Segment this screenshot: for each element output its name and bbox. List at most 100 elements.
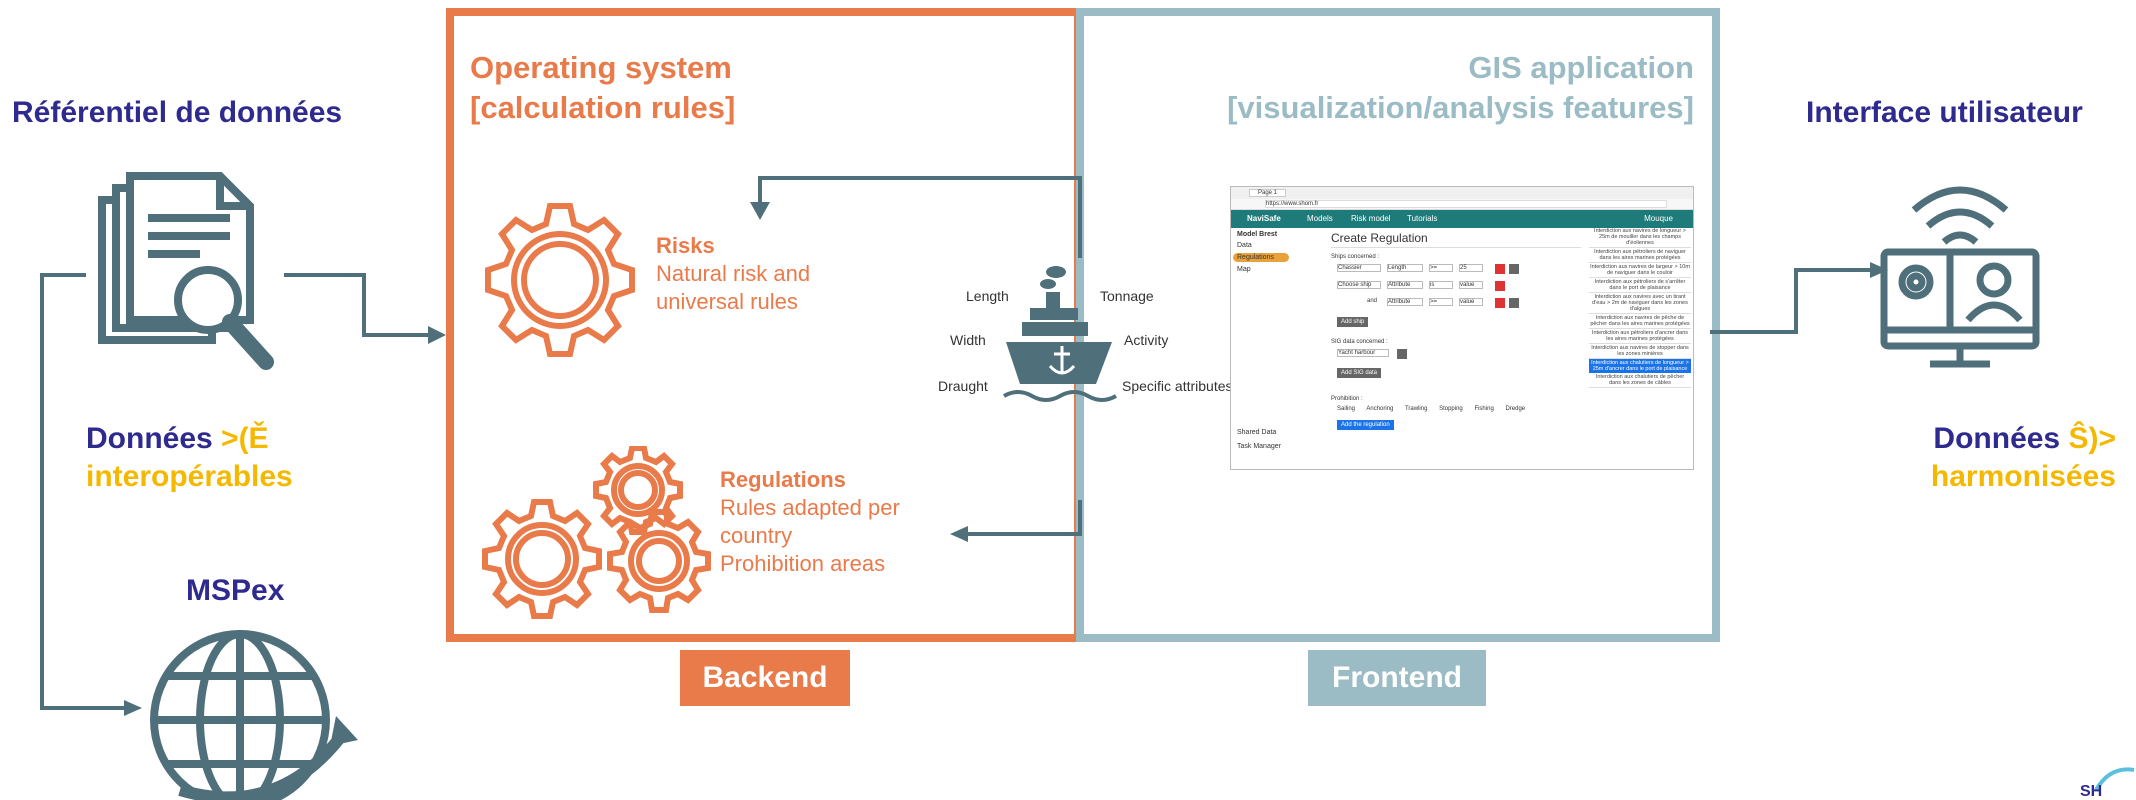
interoperable-word: interopérables bbox=[86, 460, 293, 493]
prohibition-sailing[interactable]: Sailing bbox=[1337, 406, 1356, 412]
app-navbar: NaviSafe Models Risk model Tutorials Mou… bbox=[1231, 210, 1693, 228]
right-connector bbox=[1710, 262, 1888, 334]
ships-label: Ships concerned : bbox=[1331, 254, 1380, 260]
attr-select[interactable]: Length bbox=[1387, 264, 1423, 272]
add-row-button[interactable] bbox=[1509, 264, 1519, 274]
ship-length-label: Length bbox=[966, 288, 1009, 304]
risks-title: Risks bbox=[656, 233, 715, 258]
app-window: Page 1 https://www.shom.fr NaviSafe Mode… bbox=[1230, 186, 1694, 470]
data-glyphs: Ŝ)> bbox=[2068, 422, 2116, 455]
list-item[interactable]: Interdiction aux pétroliers d'ancrer dan… bbox=[1589, 329, 1691, 344]
list-item[interactable]: Interdiction aux chalutiers de pêcher da… bbox=[1589, 373, 1691, 388]
add-row-button[interactable] bbox=[1509, 298, 1519, 308]
sig-label: SIG data concerned : bbox=[1331, 339, 1388, 345]
op-select[interactable]: is bbox=[1429, 281, 1453, 289]
app-brand[interactable]: NaviSafe bbox=[1247, 214, 1281, 223]
sig-row: Yacht harbour bbox=[1331, 349, 1581, 360]
op-select[interactable]: >= bbox=[1429, 298, 1453, 306]
backend-title-line2: [calculation rules] bbox=[470, 90, 736, 125]
svg-text:SH: SH bbox=[2080, 783, 2102, 800]
sidebar-map[interactable]: Map bbox=[1237, 266, 1251, 273]
sidebar-model[interactable]: Model Brest bbox=[1237, 231, 1278, 238]
list-item[interactable]: Interdiction aux navires de pêche de pêc… bbox=[1589, 315, 1691, 329]
sig-add-icon[interactable] bbox=[1397, 349, 1407, 359]
regulations-title: Regulations bbox=[720, 467, 846, 492]
frontend-title-line2: [visualization/analysis features] bbox=[1227, 90, 1694, 125]
arrow-to-regulations bbox=[950, 526, 968, 542]
ship-select[interactable]: Choose ship bbox=[1337, 281, 1381, 289]
sig-select[interactable]: Yacht harbour bbox=[1337, 349, 1389, 357]
prohibition-anchoring[interactable]: Anchoring bbox=[1366, 406, 1394, 412]
document-search-icon bbox=[98, 172, 274, 370]
risks-block: Risks Natural risk and universal rules bbox=[656, 232, 810, 316]
app-tabbar: Page 1 bbox=[1231, 187, 1693, 199]
gears-icon bbox=[482, 446, 711, 619]
list-item[interactable]: Interdiction aux pétroliers de naviguer … bbox=[1589, 248, 1691, 263]
prohibition-row: Sailing Anchoring Trawling Stopping Fish… bbox=[1337, 406, 1581, 412]
value-field[interactable]: value bbox=[1459, 281, 1483, 289]
ship-width-label: Width bbox=[950, 332, 986, 348]
form-title: Create Regulation bbox=[1331, 231, 1581, 248]
globe-icon bbox=[150, 630, 358, 800]
regulations-line3: Prohibition areas bbox=[720, 551, 886, 576]
right-title: Interface utilisateur bbox=[1806, 96, 2083, 129]
left-connectors bbox=[40, 273, 446, 716]
gear-icon bbox=[485, 203, 635, 357]
app-form: Create Regulation Ships concerned : Chas… bbox=[1331, 231, 1581, 430]
regulation-list: Interdiction aux navires de longueur > 2… bbox=[1589, 227, 1691, 388]
data-interoperable-label: Données >(Ě interopérables bbox=[86, 420, 293, 496]
ship-activity-label: Activity bbox=[1124, 332, 1169, 348]
ship-select[interactable]: Chassier bbox=[1337, 264, 1381, 272]
ship-draught-label: Draught bbox=[938, 378, 988, 394]
ship-specific-label: Specific attributes bbox=[1122, 378, 1233, 394]
app-urlbar: https://www.shom.fr bbox=[1231, 199, 1693, 210]
value-field[interactable]: 25 bbox=[1459, 264, 1483, 272]
frontend-badge: Frontend bbox=[1308, 650, 1486, 706]
list-item-selected[interactable]: Interdiction aux chalutiers de longueur … bbox=[1589, 359, 1691, 373]
ship-row: Chassier Length >= 25 bbox=[1331, 264, 1581, 275]
harmonized-word: harmonisées bbox=[1930, 460, 2116, 493]
ship-tonnage-label: Tonnage bbox=[1100, 288, 1154, 304]
monitor-icon bbox=[1880, 186, 2040, 368]
regulations-block: Regulations Rules adapted per country Pr… bbox=[720, 466, 900, 578]
and-label: and bbox=[1367, 298, 1378, 304]
attr-select[interactable]: Attribute bbox=[1387, 281, 1423, 289]
list-item[interactable]: Interdiction aux navires de longueur > 2… bbox=[1589, 227, 1691, 248]
remove-button[interactable] bbox=[1495, 264, 1505, 274]
prohibition-trawling[interactable]: Trawling bbox=[1404, 406, 1428, 412]
nav-risk-model[interactable]: Risk model bbox=[1351, 214, 1391, 223]
list-item[interactable]: Interdiction aux navires de largeur > 10… bbox=[1589, 264, 1691, 278]
op-select[interactable]: >= bbox=[1429, 264, 1453, 272]
arrow-to-backend bbox=[428, 326, 446, 344]
list-item[interactable]: Interdiction aux navires avec un tirant … bbox=[1589, 293, 1691, 314]
backend-title: Operating system [calculation rules] bbox=[470, 48, 735, 128]
data-harmonized-label: Données Ŝ)> harmonisées bbox=[1906, 420, 2116, 496]
prohibition-fishing[interactable]: Fishing bbox=[1474, 406, 1494, 412]
add-regulation-button[interactable]: Add the regulation bbox=[1337, 420, 1394, 430]
ship-row: and Attribute >= value bbox=[1331, 298, 1581, 309]
list-item[interactable]: Interdiction aux pétroliers de s'arrêter… bbox=[1589, 278, 1691, 293]
sidebar-shared[interactable]: Shared Data bbox=[1237, 429, 1277, 436]
sidebar-tasks[interactable]: Task Manager bbox=[1237, 443, 1281, 450]
left-title: Référentiel de données bbox=[12, 96, 343, 129]
nav-models[interactable]: Models bbox=[1307, 214, 1333, 223]
sidebar-data[interactable]: Data bbox=[1237, 242, 1252, 249]
app-tab[interactable]: Page 1 bbox=[1249, 189, 1287, 197]
add-ship-button[interactable]: Add ship bbox=[1337, 317, 1369, 327]
regulations-line1: Rules adapted per bbox=[720, 495, 900, 520]
backend-badge: Backend bbox=[680, 650, 850, 706]
value-field[interactable]: value bbox=[1459, 298, 1483, 306]
nav-user[interactable]: Mouque bbox=[1644, 214, 1673, 223]
sidebar-regulations[interactable]: Regulations bbox=[1233, 253, 1289, 262]
prohibition-dredge[interactable]: Dredge bbox=[1505, 406, 1526, 412]
remove-button[interactable] bbox=[1495, 281, 1505, 291]
remove-button[interactable] bbox=[1495, 298, 1505, 308]
add-sig-button[interactable]: Add SIG data bbox=[1337, 368, 1382, 378]
prohibition-label: Prohibition : bbox=[1331, 396, 1363, 402]
list-item[interactable]: Interdiction aux navires de stopper dans… bbox=[1589, 344, 1691, 359]
attr-select[interactable]: Attribute bbox=[1387, 298, 1423, 306]
url-field[interactable]: https://www.shom.fr bbox=[1265, 200, 1667, 208]
nav-tutorials[interactable]: Tutorials bbox=[1407, 214, 1438, 223]
prohibition-stopping[interactable]: Stopping bbox=[1439, 406, 1463, 412]
arrow-to-risks bbox=[750, 202, 770, 220]
